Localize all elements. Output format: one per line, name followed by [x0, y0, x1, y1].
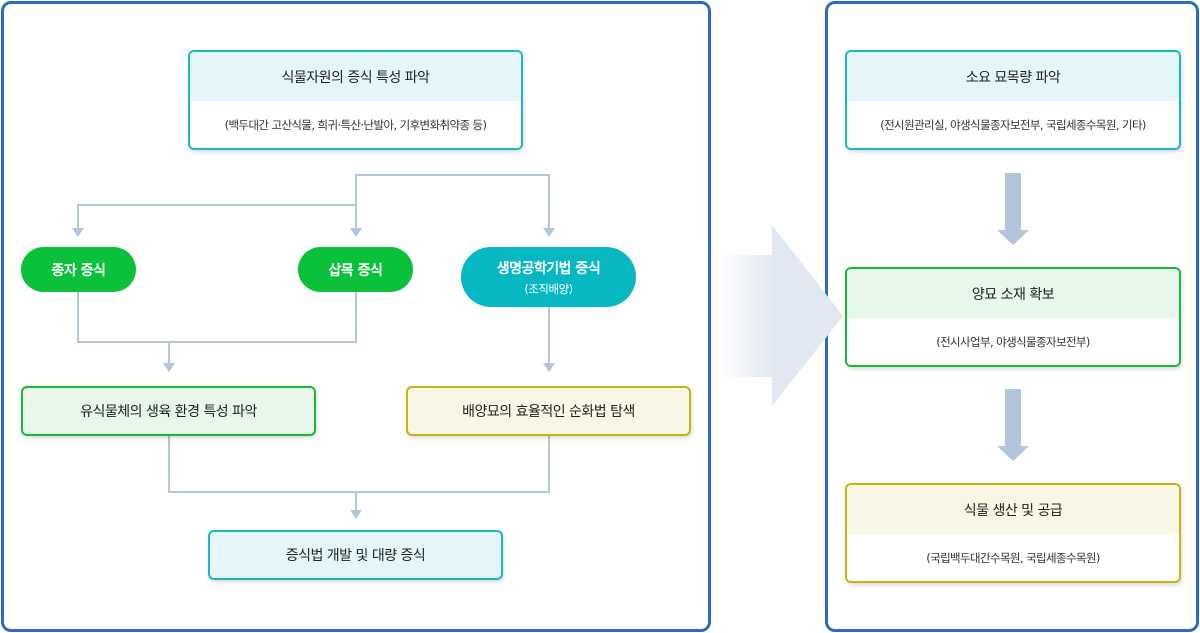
- seedling-environment-box: 유식물체의 생육 환경 특성 파악: [21, 386, 316, 436]
- pill-sublabel: (조직배양): [524, 281, 573, 296]
- box-subtitle: (전시사업부, 야생식물종자보전부): [847, 318, 1179, 365]
- box-label: 배양묘의 효율적인 순화법 탐색: [462, 404, 635, 420]
- pill-label: 삽목 증식: [328, 262, 383, 279]
- nursery-material-box: 양묘 소재 확보 (전시사업부, 야생식물종자보전부): [845, 267, 1181, 367]
- box-title: 식물 생산 및 공급: [847, 485, 1179, 534]
- box-subtitle: (전시원관리실, 야생식물종자보전부, 국립세종수목원, 기타): [847, 101, 1179, 148]
- box-title: 양묘 소재 확보: [847, 269, 1179, 318]
- pill-label: 생명공학기법 증식: [496, 260, 601, 277]
- box-label: 증식법 개발 및 대량 증식: [285, 548, 426, 564]
- box-subtitle: (백두대간 고산식물, 희귀·특산·난발아, 기후변화취약종 등): [190, 101, 521, 148]
- cutting-propagation-pill: 삽목 증식: [298, 247, 413, 292]
- seedling-demand-box: 소요 묘목량 파악 (전시원관리실, 야생식물종자보전부, 국립세종수목원, 기…: [845, 50, 1181, 150]
- pill-label: 종자 증식: [51, 262, 106, 279]
- seed-propagation-pill: 종자 증식: [21, 247, 136, 292]
- box-title: 식물자원의 증식 특성 파악: [190, 52, 521, 101]
- plant-resource-box: 식물자원의 증식 특성 파악 (백두대간 고산식물, 희귀·특산·난발아, 기후…: [188, 50, 523, 150]
- box-title: 소요 묘목량 파악: [847, 52, 1179, 101]
- acclimatization-box: 배양묘의 효율적인 순화법 탐색: [406, 386, 691, 436]
- box-subtitle: (국립백두대간수목원, 국립세종수목원): [847, 534, 1179, 581]
- biotech-propagation-pill: 생명공학기법 증식 (조직배양): [461, 247, 636, 307]
- box-label: 유식물체의 생육 환경 특성 파악: [80, 404, 257, 420]
- plant-supply-box: 식물 생산 및 공급 (국립백두대간수목원, 국립세종수목원): [845, 483, 1181, 583]
- mass-propagation-box: 증식법 개발 및 대량 증식: [208, 530, 503, 580]
